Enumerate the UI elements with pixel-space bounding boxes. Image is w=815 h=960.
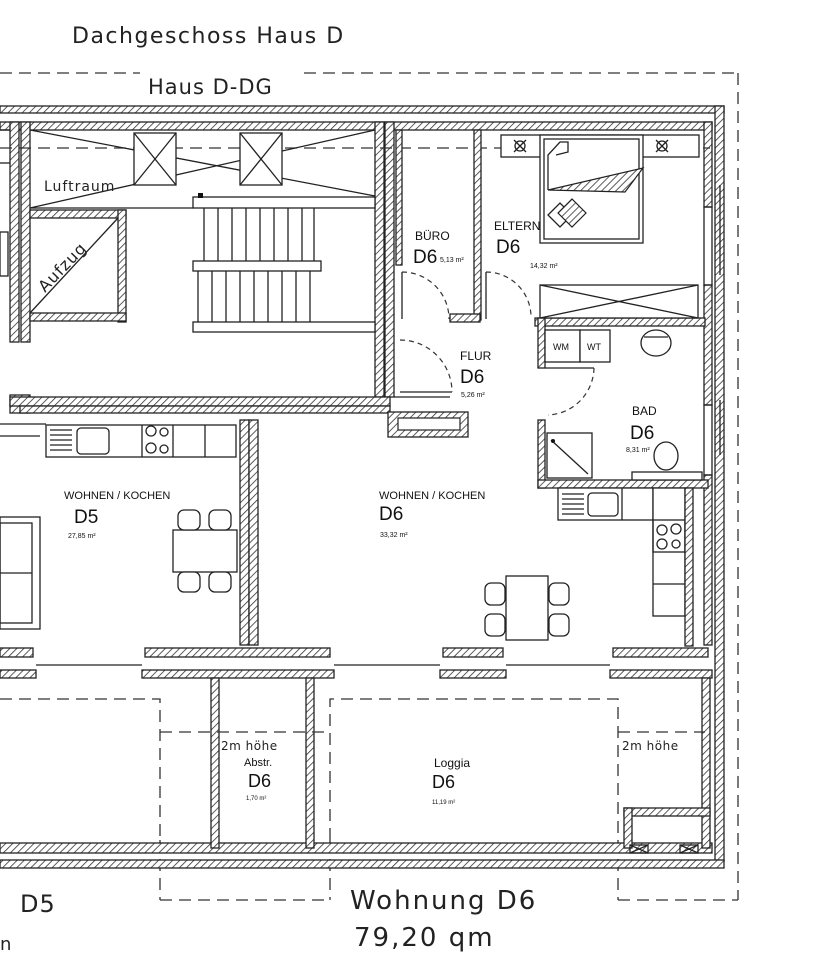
room-area: 1,70 m² <box>246 796 266 802</box>
building-boundary <box>0 72 739 901</box>
loggia-right-height-note: 2m höhe <box>622 739 679 753</box>
unit-id: D6 <box>379 504 403 525</box>
room-name: Loggia <box>434 756 470 770</box>
room-name: BAD <box>632 404 657 418</box>
left-walls <box>0 121 31 414</box>
plan-title: Dachgeschoss Haus D <box>72 24 345 49</box>
room-area: 27,85 m² <box>68 533 96 540</box>
unit-id: D6 <box>630 423 654 444</box>
room-name: Abstr. <box>244 757 272 769</box>
eltern-furniture <box>500 134 700 319</box>
unit-d5-area-fragment: n <box>0 934 11 955</box>
unit-id: D6 <box>496 237 520 258</box>
room-name: FLUR <box>460 349 492 363</box>
room-name: BÜRO <box>415 229 450 243</box>
luftraum-label: Luftraum <box>44 179 115 195</box>
room-area: 5,13 m² <box>440 257 464 264</box>
unit-d6-area: 79,20 qm <box>354 923 495 953</box>
room-bad: BAD D6 8,31 m² <box>626 404 657 454</box>
unit-id: D6 <box>460 367 484 388</box>
room-buero: BÜRO D6 5,13 m² <box>413 229 464 268</box>
room-area: 5,26 m² <box>461 392 485 399</box>
height-note: 2m höhe <box>221 739 278 753</box>
unit-d5-label: D5 <box>20 890 56 918</box>
wm-label: WM <box>553 342 569 352</box>
room-area: 33,32 m² <box>380 532 408 539</box>
stairwell: Luftraum Aufzug <box>0 121 710 414</box>
bad-furniture: WM WT <box>544 329 703 481</box>
building-label: Haus D-DG <box>148 75 273 99</box>
room-abstr: 2m höhe Abstr. D6 1,70 m² <box>221 739 278 802</box>
unit-id: D6 <box>413 247 437 268</box>
outer-walls <box>0 105 725 869</box>
d6-interior-walls <box>239 129 709 646</box>
room-name: WOHNEN / KOCHEN <box>379 490 485 502</box>
unit-id: D6 <box>248 771 271 791</box>
room-wohnen-d6: WOHNEN / KOCHEN D6 33,32 m² <box>379 490 485 539</box>
room-name: WOHNEN / KOCHEN <box>64 490 170 502</box>
room-name: ELTERN <box>494 219 540 233</box>
room-flur: FLUR D6 5,26 m² <box>460 349 492 399</box>
facade-walls <box>0 647 713 849</box>
d5-kitchen <box>0 423 238 630</box>
unit-id: D5 <box>74 507 98 528</box>
aufzug-label: Aufzug <box>34 238 90 295</box>
unit-id: D6 <box>432 772 455 792</box>
wt-label: WT <box>587 342 601 352</box>
room-eltern: ELTERN D6 14,32 m² <box>494 219 558 270</box>
d6-kitchen <box>484 487 694 647</box>
unit-d6-label: Wohnung D6 <box>350 886 537 916</box>
room-loggia: Loggia D6 11,19 m² <box>432 756 470 806</box>
vent-symbols <box>629 844 699 854</box>
height-lines <box>0 698 705 840</box>
room-wohnen-d5: WOHNEN / KOCHEN D5 27,85 m² <box>64 490 170 540</box>
room-area: 8,31 m² <box>626 447 650 454</box>
room-area: 14,32 m² <box>530 263 558 270</box>
room-area: 11,19 m² <box>432 800 455 806</box>
